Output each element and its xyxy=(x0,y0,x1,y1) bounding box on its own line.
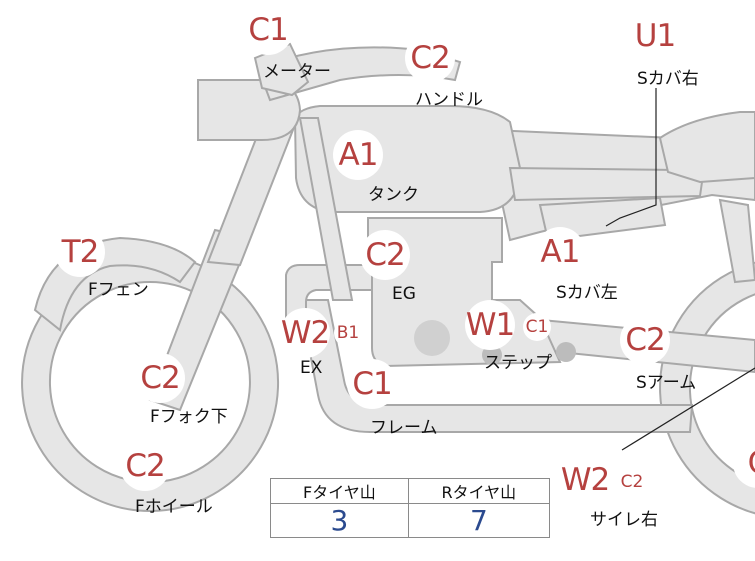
front-fender-code-badge: T2 xyxy=(55,227,105,277)
exhaust-code-badge: W2 xyxy=(280,308,330,358)
tank-label: タンク xyxy=(368,185,419,205)
tank-code-badge: A1 xyxy=(333,130,383,180)
handle-code-badge: C2 xyxy=(405,33,455,83)
seat-hump-shape xyxy=(658,111,755,184)
step-label: ステップ xyxy=(484,353,552,373)
side-cover-right-code-badge: U1 xyxy=(630,11,680,61)
frame-code-badge: C1 xyxy=(347,359,397,409)
silencer-right-code2-badge: C2 xyxy=(618,468,646,496)
backbone-shape xyxy=(298,117,354,301)
front-tire-value: 3 xyxy=(270,503,409,538)
front-fork-label: Fフォク下 xyxy=(150,407,228,427)
silencer-right-label: サイレ右 xyxy=(590,510,658,530)
front-fork-code-badge: C2 xyxy=(135,353,185,403)
rear-tire-header: Rタイヤ山 xyxy=(407,478,551,504)
swing-arm-code-badge: C2 xyxy=(620,315,670,365)
frame-shape xyxy=(298,299,694,433)
silencer-right-code-badge: W2 xyxy=(560,455,610,505)
exhaust-code2-badge: B1 xyxy=(334,319,362,347)
front-fender-label: Fフェン xyxy=(88,280,149,300)
step-peg-circle-2 xyxy=(556,342,576,362)
engine-port-circle xyxy=(414,320,450,356)
frame-label: フレーム xyxy=(370,418,438,438)
handle-label: ハンドル xyxy=(415,90,483,110)
swing-arm-label: Sアーム xyxy=(636,373,697,393)
rear-wheel-code-badge: C xyxy=(733,438,755,488)
meter-label: メーター xyxy=(263,62,331,82)
front-tire-header: Fタイヤ山 xyxy=(270,478,409,504)
rear-shock-shape xyxy=(718,198,755,284)
rear-tire-value: 7 xyxy=(407,503,551,538)
side-cover-left-label: Sカバ左 xyxy=(556,283,618,303)
side-cover-right-label: Sカバ右 xyxy=(637,69,699,89)
side-cover-left-code-badge: A1 xyxy=(535,227,585,277)
meter-code-badge: C1 xyxy=(243,5,293,55)
front-wheel-code-badge: C2 xyxy=(120,441,170,491)
leader-line-silencer xyxy=(621,367,755,451)
leader-line-side-cover-right xyxy=(605,88,657,227)
tire-tread-table: Fタイヤ山 Rタイヤ山 3 7 xyxy=(270,478,551,538)
front-wheel-label: Fホイール xyxy=(135,497,213,517)
step-code2-badge: C1 xyxy=(523,313,551,341)
rear-wheel-shape xyxy=(659,261,755,515)
exhaust-label: EX xyxy=(300,358,323,378)
step-peg-circle xyxy=(482,345,502,365)
engine-code-badge: C2 xyxy=(360,230,410,280)
step-code-badge: W1 xyxy=(465,300,515,350)
exhaust-shape xyxy=(285,264,373,341)
engine-label: EG xyxy=(392,284,416,304)
